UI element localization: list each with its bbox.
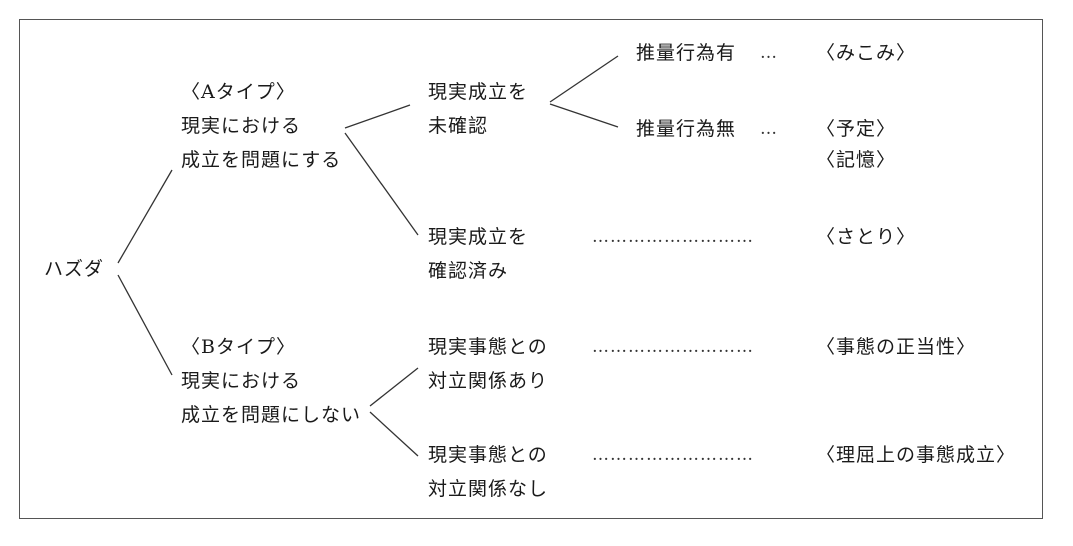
- result-kioku: 〈記憶〉: [816, 149, 897, 171]
- result-yotei: 〈予定〉: [816, 118, 897, 140]
- confirmed-leader: ………………………: [592, 227, 754, 247]
- opposed-leader: ………………………: [592, 337, 754, 357]
- root-node: ハズダ: [44, 258, 105, 280]
- without-inference-label: 推量行為無: [636, 118, 737, 140]
- not-opposed-leader: ………………………: [592, 445, 754, 465]
- with-inference-label: 推量行為有: [636, 42, 737, 64]
- not-opposed-line1: 現実事態との: [428, 444, 548, 466]
- branch-b-to-not-opposed: [369, 411, 419, 457]
- not-opposed-line2: 対立関係なし: [428, 478, 549, 500]
- confirmed-line2: 確認済み: [428, 260, 509, 282]
- unconfirmed-line1: 現実成立を: [428, 81, 529, 103]
- branch-a-to-unconfirmed: [344, 104, 411, 129]
- type-b-label: 〈Bタイプ〉: [181, 336, 296, 358]
- diagram-frame: [19, 19, 1043, 519]
- type-a-label: 〈Aタイプ〉: [181, 81, 296, 103]
- branch-unconfirmed-to-inference: [549, 55, 619, 103]
- branch-a-to-confirmed: [344, 132, 419, 236]
- branch-root-to-b: [117, 274, 173, 376]
- type-b-desc-line2: 成立を問題にしない: [181, 404, 362, 426]
- opposed-line1: 現実事態との: [428, 336, 548, 358]
- result-satori: 〈さとり〉: [816, 226, 917, 248]
- type-a-desc-line2: 成立を問題にする: [181, 149, 342, 171]
- branch-b-to-opposed: [369, 367, 419, 407]
- type-b-desc-line1: 現実における: [181, 370, 302, 392]
- result-seitousei: 〈事態の正当性〉: [816, 336, 977, 358]
- confirmed-line1: 現実成立を: [428, 226, 529, 248]
- result-rikutsu: 〈理屈上の事態成立〉: [816, 444, 1017, 466]
- branch-unconfirmed-to-no-inference: [549, 103, 619, 128]
- type-a-desc-line1: 現実における: [181, 115, 302, 137]
- result-mikomi: 〈みこみ〉: [816, 42, 917, 64]
- unconfirmed-line2: 未確認: [428, 115, 489, 137]
- with-inference-leader: …: [760, 43, 778, 63]
- without-inference-leader: …: [760, 119, 778, 139]
- opposed-line2: 対立関係あり: [428, 370, 549, 392]
- branch-root-to-a: [117, 169, 173, 264]
